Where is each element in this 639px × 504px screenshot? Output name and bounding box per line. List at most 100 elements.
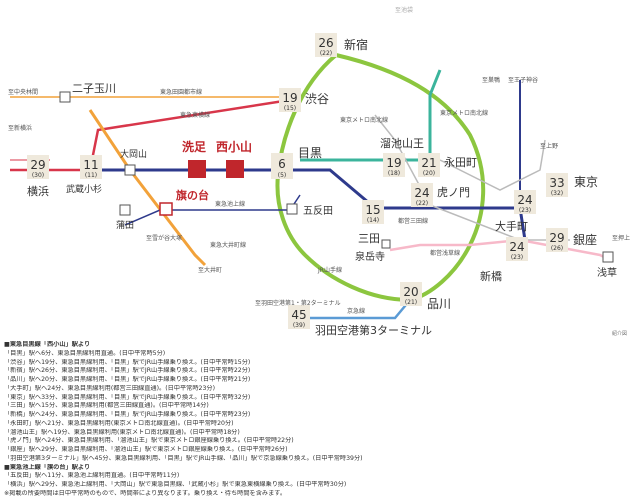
notes-line: 「三田」駅へ15分、東急目黒線利用(都営三田線直通)。(日中平常時14分) (4, 402, 209, 410)
svg-text:泉岳寺: 泉岳寺 (355, 250, 385, 263)
notes-line: 「羽田空港第3ターミナル」駅へ45分、東急目黒線利用、「目黒」駅でJR山手線、「… (4, 454, 363, 462)
svg-text:新橋: 新橋 (480, 269, 502, 283)
station-kamata: 蒲田 (116, 204, 134, 231)
svg-text:45: 45 (291, 308, 306, 322)
svg-text:三田: 三田 (358, 232, 380, 245)
svg-text:永田町: 永田町 (444, 155, 477, 169)
station-sengakuji: 泉岳寺 (355, 239, 391, 263)
metro-marunouchi (439, 139, 546, 191)
label-oimachi: 東急大井町線 (210, 241, 246, 249)
credit: 紹介図 (612, 330, 627, 337)
svg-text:29: 29 (549, 231, 564, 245)
svg-text:武蔵小杉: 武蔵小杉 (66, 183, 102, 195)
ikegami-line (124, 194, 301, 226)
svg-text:大手町: 大手町 (495, 219, 528, 233)
svg-text:洗足: 洗足 (182, 139, 206, 154)
notes-line: 「横浜」駅へ29分、東急池上線利用、「大岡山」駅で東急目黒線、「武蔵小杉」駅で東… (4, 481, 347, 488)
label-to-minowa: 至王子神谷 (508, 76, 538, 84)
svg-text:溜池山王: 溜池山王 (380, 136, 424, 150)
label-namboku: 東京メトロ南北線 (340, 116, 388, 124)
station-ookayama: 大岡山 (120, 148, 147, 176)
label-keikyu: 京急線 (347, 307, 365, 315)
svg-text:銀座: 銀座 (573, 232, 597, 247)
time: 26 (318, 36, 333, 50)
label-to-haneda12: 至羽田空港第1・第2ターミナル (255, 299, 341, 307)
station-shinagawa: 20 (21) 品川 (400, 282, 451, 311)
svg-text:19: 19 (386, 156, 401, 170)
svg-text:五反田: 五反田 (303, 205, 333, 217)
station-yokohama: 29 (30) 横浜 (27, 155, 49, 198)
station-mita: 15 (14) 三田 (358, 200, 384, 245)
svg-text:15: 15 (365, 203, 380, 217)
svg-text:東京: 東京 (574, 175, 598, 189)
svg-text:6: 6 (278, 157, 286, 171)
notes-line: 「新橋」駅へ24分、東急目黒線利用、「目黒」駅でJR山手線乗り換え。(日中平常時… (4, 411, 251, 418)
svg-text:(18): (18) (388, 170, 400, 177)
label-den-en-toshi: 東急田園都市線 (160, 88, 202, 96)
label-meguro-line: 東急目黒線 (146, 174, 176, 182)
label-to-chuorinkan: 至中央林間 (8, 88, 38, 96)
svg-text:(14): (14) (367, 217, 379, 224)
station-hatanodai: 旗の台 (159, 188, 209, 216)
asakusa-line (389, 238, 611, 262)
station-senzoku: 洗足 (182, 139, 206, 178)
svg-text:(5): (5) (278, 172, 287, 179)
svg-text:19: 19 (282, 91, 297, 105)
label-to-oshiage: 至押上 (612, 234, 630, 242)
notes-section: ■東急目黒線「西小山」駅より「目黒」駅へ6分、東急目黒線利用直通。(日中平常時5… (4, 341, 636, 501)
svg-text:二子玉川: 二子玉川 (72, 82, 116, 95)
svg-text:11: 11 (83, 158, 98, 172)
label-to-yukigaya: 至雪が谷大塚 (146, 234, 182, 242)
svg-text:20: 20 (403, 285, 418, 299)
svg-text:(30): (30) (32, 172, 44, 179)
label-to-oimachi: 至大井町 (198, 266, 222, 274)
route-map: 26 (22) 新宿 19 (15) 渋谷 6 (5) 目黒 19 (18) 溜… (8, 6, 630, 337)
station-toranomon: 24 (22) 虎ノ門 (411, 183, 470, 207)
label-asakusa-line: 都営浅草線 (430, 249, 460, 257)
svg-text:(15): (15) (284, 105, 296, 112)
svg-text:羽田空港第3ターミナル: 羽田空港第3ターミナル (315, 323, 432, 337)
label-toyoko: 東急東横線 (180, 111, 210, 119)
svg-text:目黒: 目黒 (298, 146, 322, 160)
notes-line: 「目黒」駅へ6分、東急目黒線利用直通。(日中平常時5分) (4, 349, 166, 357)
notes-heading: ■東急目黒線「西小山」駅より (4, 341, 91, 348)
svg-text:29: 29 (30, 158, 45, 172)
svg-text:新宿: 新宿 (344, 37, 368, 52)
svg-text:蒲田: 蒲田 (116, 219, 134, 231)
notes-line: 「虎ノ門」駅へ24分、東急目黒線利用、「溜池山王」駅で東京メトロ銀座線乗り換え。… (4, 437, 294, 445)
svg-text:(22): (22) (320, 50, 332, 57)
notes-line: 「新宿」駅へ26分、東急目黒線利用、「目黒」駅でJR山手線乗り換え。(日中平常時… (4, 367, 251, 375)
notes-line: 「溜池山王」駅へ19分、東急目黒線利用(東京メトロ南北線直通)。(日中平常時18… (4, 428, 240, 436)
station-shibuya: 19 (15) 渋谷 (279, 88, 329, 112)
station-otemachi: 24 (23) 大手町 (495, 190, 536, 233)
toyoko-line (10, 98, 291, 172)
svg-text:(20): (20) (423, 170, 435, 177)
label-namboku2: 東京メトロ南北線 (440, 109, 488, 117)
svg-text:大岡山: 大岡山 (120, 148, 147, 160)
station-gotanda: 五反田 (286, 203, 333, 217)
svg-text:33: 33 (549, 176, 564, 190)
svg-text:渋谷: 渋谷 (305, 92, 329, 106)
svg-text:旗の台: 旗の台 (176, 188, 209, 202)
notes-line: 「大手町」駅へ24分、東急目黒線利用(都営三田線直通)。(日中平常時23分) (4, 384, 216, 392)
notes-line: 「五反田」駅へ11分、東急池上線利用直通。(日中平常時11分) (4, 472, 180, 480)
label-to-sugamo: 至巣鴨 (482, 76, 500, 84)
svg-text:品川: 品川 (427, 297, 451, 311)
station-shinjuku: 26 (22) 新宿 (315, 33, 368, 57)
label-mita-line: 都営三田線 (398, 217, 428, 225)
label-yamanote: JR山手線 (317, 266, 342, 274)
svg-text:21: 21 (421, 156, 436, 170)
station-meguro: 6 (5) 目黒 (271, 146, 322, 179)
station-nagatacho: 21 (20) 永田町 (418, 153, 477, 177)
svg-text:虎ノ門: 虎ノ門 (437, 186, 470, 199)
svg-text:(39): (39) (293, 322, 305, 329)
station-asakusa: 浅草 (597, 251, 617, 279)
station-nishikoyama: 西小山 (216, 139, 252, 178)
station-futakotamagawa: 二子玉川 (59, 82, 116, 103)
svg-text:24: 24 (517, 193, 532, 207)
svg-text:(21): (21) (405, 299, 417, 306)
svg-text:(22): (22) (416, 200, 428, 207)
label-ikegami: 東急池上線 (215, 200, 245, 208)
svg-text:24: 24 (414, 186, 429, 200)
station-musashikosugi: 11 (11) 武蔵小杉 (66, 155, 102, 195)
